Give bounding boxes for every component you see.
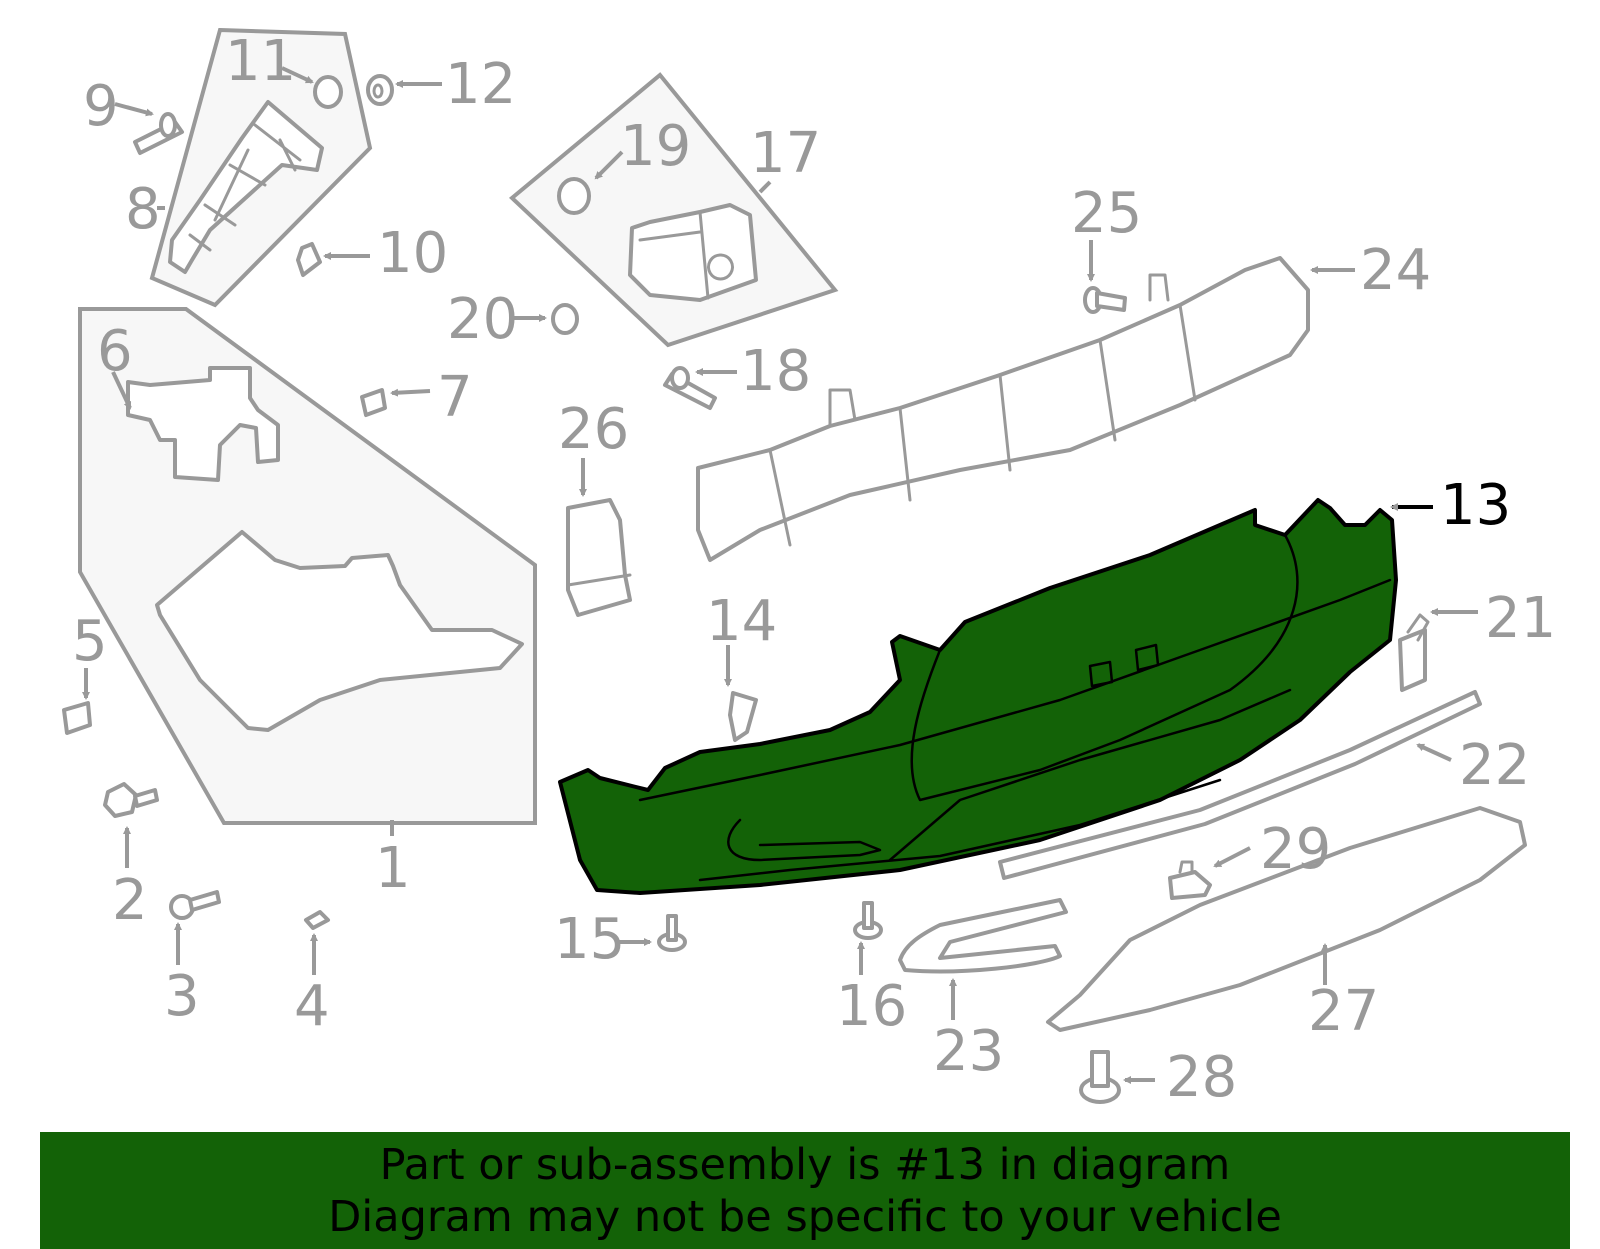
callout-8[interactable]: 8 xyxy=(125,177,161,242)
part-24-reinforcement[interactable] xyxy=(696,256,1310,562)
callout-3[interactable]: 3 xyxy=(164,964,200,1029)
callout-24[interactable]: 24 xyxy=(1360,238,1431,303)
group-17-bracket[interactable] xyxy=(508,72,839,348)
part-2-bolt[interactable] xyxy=(103,782,159,818)
callout-15[interactable]: 15 xyxy=(554,907,625,972)
part-14-clip[interactable] xyxy=(728,691,758,742)
callout-29[interactable]: 29 xyxy=(1260,817,1331,882)
callout-5[interactable]: 5 xyxy=(72,609,108,674)
callout-10[interactable]: 10 xyxy=(377,221,448,286)
part-18-pin[interactable] xyxy=(663,366,717,410)
callout-26[interactable]: 26 xyxy=(558,397,629,462)
info-banner: Part or sub-assembly is #13 in diagram D… xyxy=(40,1132,1570,1249)
part-20-nut[interactable] xyxy=(551,303,579,335)
part-25-bolt[interactable] xyxy=(1083,286,1127,314)
callout-18[interactable]: 18 xyxy=(740,339,811,404)
part-5-clip[interactable] xyxy=(62,701,92,735)
callout-9[interactable]: 9 xyxy=(83,74,119,139)
part-22-trim-strip[interactable] xyxy=(998,690,1482,880)
callout-25[interactable]: 25 xyxy=(1071,181,1142,246)
part-29-clip[interactable] xyxy=(1168,860,1212,900)
group-1-corner-assembly[interactable] xyxy=(78,307,537,825)
callout-22[interactable]: 22 xyxy=(1459,733,1530,798)
part-11-cap[interactable] xyxy=(313,75,343,109)
part-27-lower-trim[interactable] xyxy=(1046,806,1527,1032)
part-13-bumper-cover[interactable] xyxy=(558,498,1398,895)
callout-27[interactable]: 27 xyxy=(1308,979,1379,1044)
part-23-reflector-bezel[interactable] xyxy=(898,898,1068,974)
part-9-pin[interactable] xyxy=(133,112,184,155)
part-10-clip[interactable] xyxy=(296,242,322,277)
callout-28[interactable]: 28 xyxy=(1166,1045,1237,1110)
callout-7[interactable]: 7 xyxy=(437,365,473,430)
callout-labels: 1 2 3 4 5 6 7 8 9 10 11 12 13 14 15 16 1… xyxy=(72,29,1556,1110)
part-21-bracket[interactable] xyxy=(1398,613,1430,692)
callout-19[interactable]: 19 xyxy=(620,114,691,179)
part-12-nut[interactable] xyxy=(366,74,394,106)
part-15-screw[interactable] xyxy=(657,914,687,952)
callout-6[interactable]: 6 xyxy=(97,319,133,384)
banner-line-disclaimer: Diagram may not be specific to your vehi… xyxy=(328,1191,1282,1242)
part-4-clip[interactable] xyxy=(304,910,330,930)
callout-17[interactable]: 17 xyxy=(750,121,821,186)
callout-23[interactable]: 23 xyxy=(933,1019,1004,1084)
leader-lines xyxy=(82,66,1478,1084)
part-7-clip[interactable] xyxy=(360,388,387,417)
part-28-pushpin[interactable] xyxy=(1079,1050,1121,1104)
callout-4[interactable]: 4 xyxy=(294,974,330,1039)
callout-2[interactable]: 2 xyxy=(112,868,148,933)
callout-21[interactable]: 21 xyxy=(1485,586,1556,651)
part-26-bracket[interactable] xyxy=(566,498,632,617)
callout-11[interactable]: 11 xyxy=(225,29,296,94)
callout-13-highlighted[interactable]: 13 xyxy=(1440,473,1511,538)
callout-12[interactable]: 12 xyxy=(445,52,516,117)
callout-16[interactable]: 16 xyxy=(836,974,907,1039)
part-3-bolt[interactable] xyxy=(169,890,221,920)
callout-20[interactable]: 20 xyxy=(447,287,518,352)
callout-14[interactable]: 14 xyxy=(706,589,777,654)
banner-line-part-info: Part or sub-assembly is #13 in diagram xyxy=(379,1139,1231,1190)
callout-1[interactable]: 1 xyxy=(375,836,411,901)
part-16-screw[interactable] xyxy=(853,901,883,940)
